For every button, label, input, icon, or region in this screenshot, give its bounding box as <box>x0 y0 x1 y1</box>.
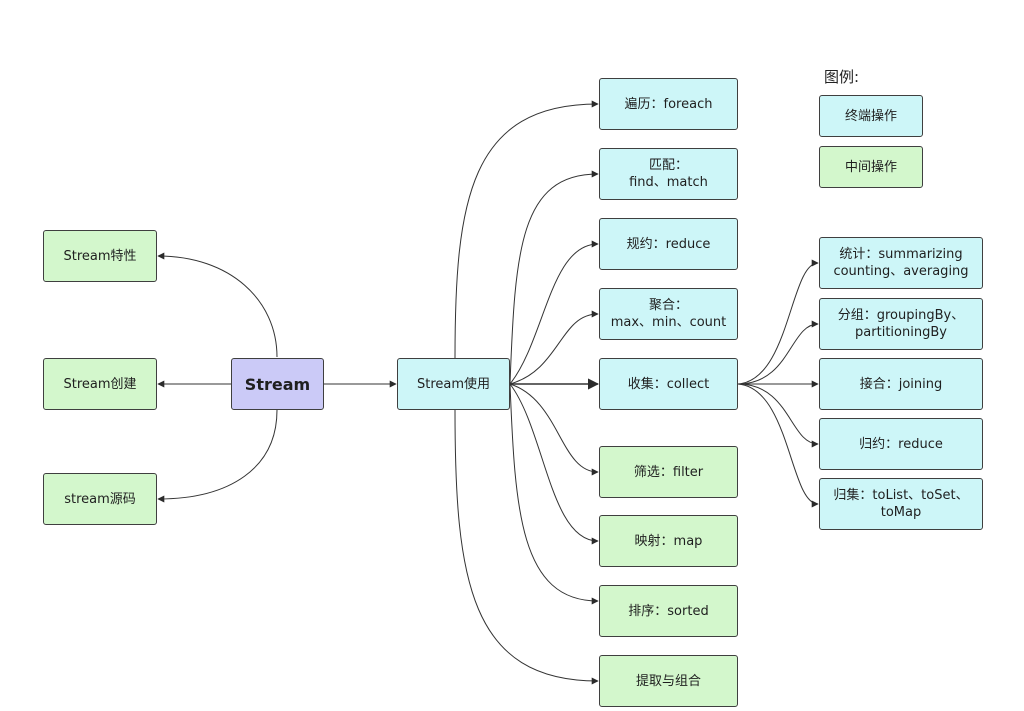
edge-usage-reduce <box>509 240 599 385</box>
node-sorted: 排序：sorted <box>599 585 738 637</box>
edge-usage-sorted <box>509 383 599 605</box>
node-match: 匹配： find、match <box>599 148 738 200</box>
legend-terminal-operation: 终端操作 <box>819 95 923 137</box>
node-reduce: 规约：reduce <box>599 218 738 270</box>
node-foreach: 遍历：foreach <box>599 78 738 130</box>
node-summarizing: 统计：summarizing counting、averaging <box>819 237 983 289</box>
edge-usage-filter <box>509 383 599 476</box>
legend-title: 图例: <box>824 68 860 86</box>
edge-usage-aggregate <box>509 310 599 385</box>
node-stream-source: stream源码 <box>43 473 157 525</box>
edge-collect-reduce2 <box>737 383 819 448</box>
legend-intermediate-operation: 中间操作 <box>819 146 923 188</box>
node-extract-combine: 提取与组合 <box>599 655 738 707</box>
edge-usage-map <box>509 383 599 545</box>
node-filter: 筛选：filter <box>599 446 738 498</box>
node-stream-usage: Stream使用 <box>397 358 510 410</box>
edge-usage-extract <box>454 409 599 685</box>
edge-stream-features <box>157 252 278 358</box>
edge-usage-foreach <box>454 100 599 359</box>
edge-usage-match <box>509 170 599 385</box>
node-stream-root: Stream <box>231 358 324 410</box>
edge-collect-tocollection <box>737 383 819 508</box>
edge-stream-source <box>157 409 278 503</box>
node-reduce2: 归约：reduce <box>819 418 983 470</box>
node-map: 映射：map <box>599 515 738 567</box>
node-to-collection: 归集：toList、toSet、 toMap <box>819 478 983 530</box>
node-joining: 接合：joining <box>819 358 983 410</box>
node-stream-create: Stream创建 <box>43 358 157 410</box>
node-collect: 收集：collect <box>599 358 738 410</box>
edge-collect-grouping <box>737 320 819 385</box>
node-aggregate: 聚合： max、min、count <box>599 288 738 340</box>
node-grouping: 分组：groupingBy、 partitioningBy <box>819 298 983 350</box>
node-stream-features: Stream特性 <box>43 230 157 282</box>
edge-collect-summarizing <box>737 259 819 385</box>
